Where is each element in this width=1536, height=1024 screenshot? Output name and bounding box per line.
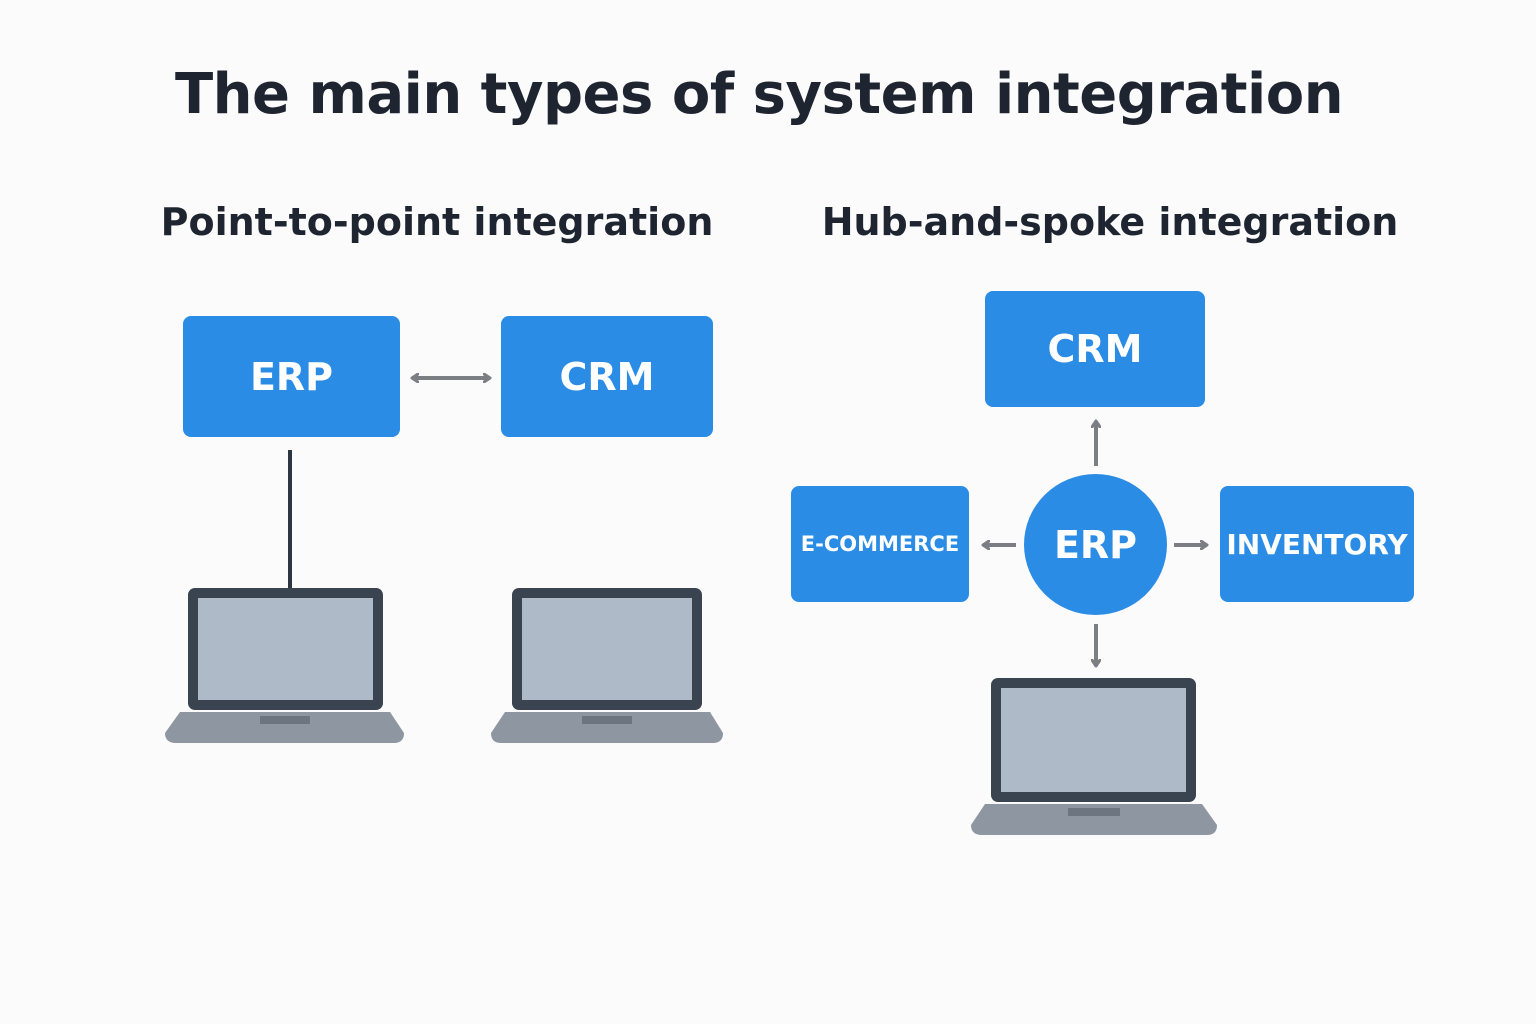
hub-crm-node: CRM xyxy=(985,291,1205,407)
hub-ecommerce-node: E-COMMERCE xyxy=(791,486,969,602)
laptop-icon xyxy=(971,678,1217,835)
p2p-erp-node: ERP xyxy=(183,316,400,437)
page-title: The main types of system integration xyxy=(174,62,1344,127)
p2p-crm-node: CRM xyxy=(501,316,713,437)
hub-and-spoke-heading: Hub-and-spoke integration xyxy=(821,200,1399,244)
laptop-icon xyxy=(491,588,723,743)
laptop-icon xyxy=(165,588,404,743)
hub-inventory-node: INVENTORY xyxy=(1220,486,1414,602)
hub-erp-node: ERP xyxy=(1024,474,1167,615)
point-to-point-heading: Point-to-point integration xyxy=(160,200,714,244)
